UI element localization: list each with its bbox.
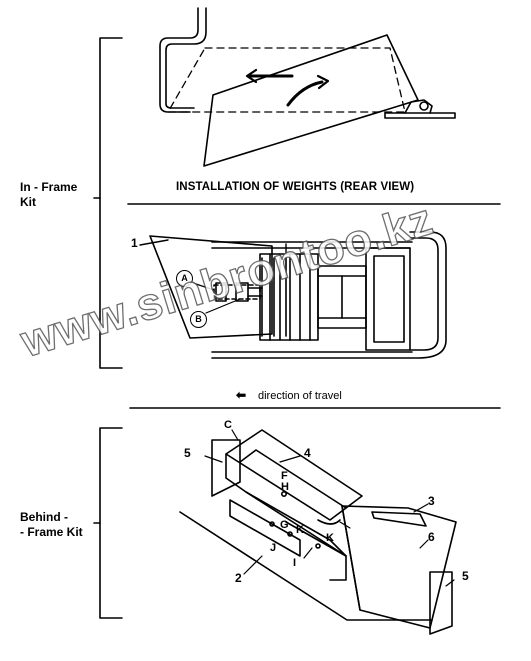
callout-b: B: [190, 311, 207, 328]
callout-k-left: K: [296, 524, 304, 536]
callout-5-left: 5: [184, 446, 191, 460]
callout-g: G: [280, 519, 289, 531]
behind-frame-drawing: [179, 429, 457, 635]
in-frame-kit-label: In - Frame Kit: [20, 180, 78, 209]
callout-h: H: [281, 481, 289, 493]
direction-arrow-icon: ⬅: [236, 388, 247, 402]
callout-i: I: [293, 557, 297, 569]
callout-5-right: 5: [462, 569, 469, 583]
callout-j: J: [270, 542, 277, 554]
direction-of-travel-label: direction of travel: [258, 390, 342, 402]
callout-4: 4: [304, 446, 311, 460]
in-frame-bracket: [99, 37, 123, 369]
callout-c: C: [224, 419, 232, 431]
callout-6: 6: [428, 530, 435, 544]
callout-2: 2: [235, 571, 242, 585]
callout-3: 3: [428, 494, 435, 508]
callout-a: A: [176, 270, 193, 287]
behind-frame-bracket: [99, 427, 123, 619]
installation-heading: INSTALLATION OF WEIGHTS (REAR VIEW): [176, 181, 415, 193]
installation-view-drawing: [139, 231, 447, 359]
callout-f: F: [281, 470, 288, 482]
callout-k-right: K: [326, 532, 334, 544]
behind-frame-kit-label: Behind - - Frame Kit: [20, 510, 83, 539]
top-view-drawing: [159, 7, 456, 167]
callout-1: 1: [131, 236, 138, 250]
